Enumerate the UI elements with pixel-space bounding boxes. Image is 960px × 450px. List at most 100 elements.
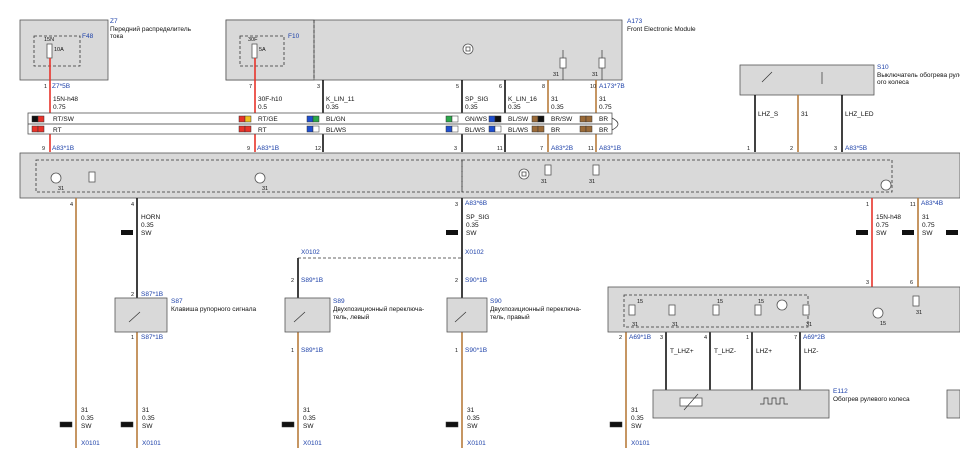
- sp-size: 0.35: [466, 222, 479, 229]
- a83-transistor-1-icon: [50, 172, 62, 184]
- s87-id: S87: [171, 298, 183, 305]
- wire-top-pin-1: 7: [249, 84, 252, 90]
- a69-pin-3: 3: [866, 280, 869, 286]
- wire-swatch-b2-1: [244, 125, 252, 133]
- wire-swatch-a2-2: [312, 115, 320, 123]
- e112-heating-element-icon: [760, 397, 788, 405]
- horn-color: SW: [141, 230, 152, 237]
- wire-sig-3: SP_SIG: [465, 96, 488, 103]
- x0101-4: X0101: [631, 440, 650, 447]
- a83-ref-4: A83*1B: [599, 145, 621, 152]
- a69-resistor-6: [912, 295, 920, 307]
- s90-conn-bot: S90*1B: [465, 347, 487, 354]
- wire-sig-6: 31: [599, 96, 607, 103]
- x0101-2: X0101: [303, 440, 322, 447]
- a83-4b-ref: A83*4B: [921, 200, 943, 207]
- wire-swatch-b2-2: [312, 125, 320, 133]
- s10-pin-1: 1: [747, 146, 750, 152]
- a83-31-2: 31: [262, 186, 268, 192]
- a69-pin-e: 7: [794, 335, 797, 341]
- s87-conn-bot: S87*1B: [141, 334, 163, 341]
- wire-alt-color-3: BL/WS: [465, 127, 486, 134]
- wire-swatch-b1-6: [579, 125, 587, 133]
- wire-swatch-a2-3: [451, 115, 459, 123]
- wire-bottom-pin-5: 7: [540, 146, 543, 152]
- ground-sig-3: 31: [467, 407, 475, 414]
- wire-swatch-b2-5: [537, 125, 545, 133]
- pin-4-a: 4: [70, 202, 73, 208]
- a69-31-3: 31: [806, 322, 812, 328]
- ground-size-1: 0.35: [142, 415, 155, 422]
- wire-sig-0: 15N-h48: [53, 96, 78, 103]
- lower-wires: [75, 198, 919, 448]
- s89-conn-top: S89*1B: [301, 277, 323, 284]
- x0102-left: X0102: [301, 249, 320, 256]
- wire-color-rows: RT/SWRTRT/GERTBL/GNBL/WSGN/WSBL/WSBL/SWB…: [31, 115, 608, 134]
- wire-sig-2: K_LIN_11: [326, 96, 355, 103]
- wire-swatch-a1-1: [238, 115, 246, 123]
- a173-fuse-id: F10: [288, 33, 300, 40]
- wire-bottom-pin-0: 9: [42, 146, 45, 152]
- ground-splice-1: [120, 421, 134, 428]
- a69-15-2: 15: [717, 299, 723, 305]
- ground-size-2: 0.35: [303, 415, 316, 422]
- a69-sig-4: LHZ-: [804, 348, 818, 355]
- pin-horn: 4: [131, 202, 134, 208]
- wire-size-0: 0.75: [53, 104, 66, 111]
- a173-31-label-1: 31: [553, 72, 559, 78]
- wire-bottom-pin-1: 9: [247, 146, 250, 152]
- s89-contact-icon: [293, 311, 306, 323]
- wire-swatch-b2-4: [494, 125, 502, 133]
- s90-contact-icon: [454, 311, 467, 323]
- s89-conn-bot: S89*1B: [301, 347, 323, 354]
- a173-fuse-element: [251, 43, 258, 59]
- wire-size-2: 0.35: [326, 104, 339, 111]
- wire-alt-color-4: BL/WS: [508, 127, 529, 134]
- s90-switch: [446, 297, 488, 333]
- a83-ref-2: A83*1B: [257, 145, 279, 152]
- wire-color-6: BR: [599, 116, 608, 123]
- z7-id: Z7: [110, 18, 118, 25]
- wire-size-6: 0.75: [599, 104, 612, 111]
- sp-sig: SP_SIG: [466, 214, 489, 221]
- s87-pin-bot: 1: [131, 335, 134, 341]
- a69-31-2: 31: [672, 322, 678, 328]
- s90-id: S90: [490, 298, 502, 305]
- wire-bottom-pin-4: 11: [497, 146, 503, 152]
- s87-conn-top: S87*1B: [141, 291, 163, 298]
- a173-fuse-in-label: 30F: [248, 37, 258, 43]
- s89-title-line1: Двухпозиционный переключа-: [333, 305, 424, 313]
- h48-size: 0.75: [876, 222, 889, 229]
- wire-swatch-b1-3: [445, 125, 453, 133]
- ground-size-3: 0.35: [467, 415, 480, 422]
- ground-splice-2: [281, 421, 295, 428]
- z7-title-line1: Передний распределитель: [110, 25, 192, 33]
- a69-pin-6: 6: [910, 280, 913, 286]
- a69-pin-a: 2: [619, 335, 622, 341]
- pin-h48: 1: [866, 202, 869, 208]
- x0102-right: X0102: [465, 249, 484, 256]
- ground-color-4: SW: [631, 423, 642, 430]
- horn-size: 0.35: [141, 222, 154, 229]
- wire-size-3: 0.35: [465, 104, 478, 111]
- wire-top-pin-4: 6: [499, 84, 502, 90]
- a83-31-4: 31: [589, 179, 595, 185]
- ground-color-3: SW: [467, 423, 478, 430]
- s87-switch: [114, 297, 168, 333]
- wire-swatch-a1-4: [488, 115, 496, 123]
- wire-top-pin-3: 5: [456, 84, 459, 90]
- ground-color-2: SW: [303, 423, 314, 430]
- sp-color: SW: [466, 230, 477, 237]
- s90-pin-top: 2: [455, 278, 458, 284]
- z7-component: [19, 19, 109, 81]
- a69-15-1: 15: [637, 299, 643, 305]
- a173-31-label-2: 31: [592, 72, 598, 78]
- wire-color-4: BL/SW: [508, 116, 529, 123]
- z7-fuse-element: [46, 43, 53, 59]
- s90-conn-top: S90*1B: [465, 277, 487, 284]
- z7-fuse-in-label: 15N: [44, 37, 54, 43]
- a69-resistor-4: [754, 304, 762, 316]
- ground-sig-2: 31: [303, 407, 311, 414]
- wire-swatch-b1-5: [531, 125, 539, 133]
- w31-sig: 31: [922, 214, 930, 221]
